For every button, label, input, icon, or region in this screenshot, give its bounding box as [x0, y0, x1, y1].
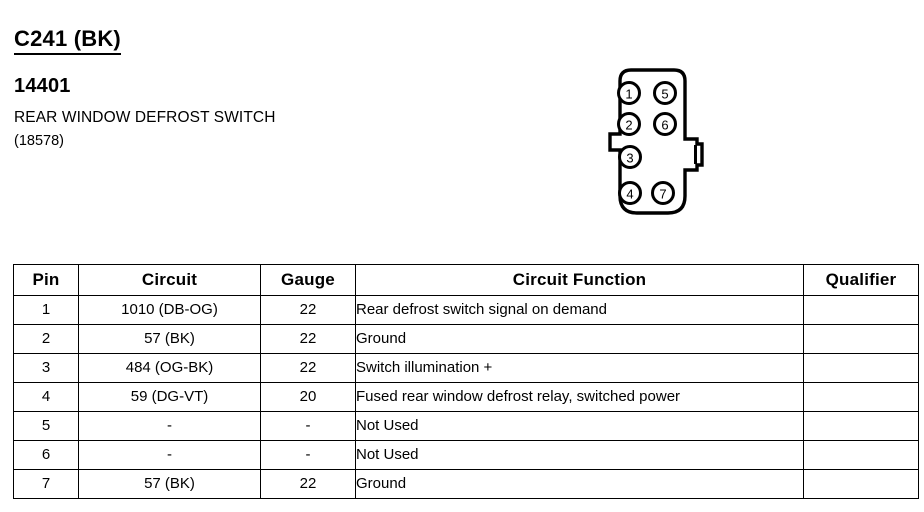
part-number: 14401 — [14, 75, 71, 97]
cell-gauge: 22 — [260, 295, 356, 325]
cell-qualifier — [803, 469, 919, 499]
svg-text:2: 2 — [625, 118, 632, 133]
connector-pin-5: 5 — [653, 81, 677, 105]
cell-function: Not Used — [355, 411, 804, 441]
connector-pin-6: 6 — [653, 112, 677, 136]
part-name: REAR WINDOW DEFROST SWITCH — [14, 109, 276, 126]
cell-qualifier — [803, 295, 919, 325]
table-row: 5 - - Not Used — [13, 411, 919, 441]
cell-pin: 6 — [13, 440, 79, 470]
cell-function: Not Used — [355, 440, 804, 470]
connector-pin-1: 1 — [617, 81, 641, 105]
svg-text:5: 5 — [661, 87, 668, 102]
connector-pins: 1 5 2 6 3 4 7 — [617, 81, 677, 205]
connector-pin-7: 7 — [651, 181, 675, 205]
svg-text:6: 6 — [661, 118, 668, 133]
svg-text:3: 3 — [626, 151, 633, 166]
cell-function: Switch illumination + — [355, 353, 804, 383]
cell-circuit: 57 (BK) — [78, 469, 261, 499]
cell-circuit: 57 (BK) — [78, 324, 261, 354]
cell-qualifier — [803, 440, 919, 470]
connector-pin-3: 3 — [618, 145, 642, 169]
cell-qualifier — [803, 324, 919, 354]
column-header-circuit: Circuit — [78, 264, 261, 296]
cell-pin: 5 — [13, 411, 79, 441]
cell-pin: 7 — [13, 469, 79, 499]
connector-diagram: 1 5 2 6 3 4 7 — [596, 62, 716, 222]
table-row: 2 57 (BK) 22 Ground — [13, 324, 919, 354]
cell-pin: 2 — [13, 324, 79, 354]
cell-function: Rear defrost switch signal on demand — [355, 295, 804, 325]
cell-circuit: - — [78, 440, 261, 470]
cell-qualifier — [803, 353, 919, 383]
cell-qualifier — [803, 411, 919, 441]
column-header-pin: Pin — [13, 264, 79, 296]
connector-pin-4: 4 — [618, 181, 642, 205]
cell-pin: 4 — [13, 382, 79, 412]
cell-pin: 3 — [13, 353, 79, 383]
column-header-function: Circuit Function — [355, 264, 804, 296]
cell-gauge: 22 — [260, 324, 356, 354]
column-header-gauge: Gauge — [260, 264, 356, 296]
cell-gauge: 20 — [260, 382, 356, 412]
svg-text:7: 7 — [659, 187, 666, 202]
table-header-row: Pin Circuit Gauge Circuit Function Quali… — [13, 264, 919, 296]
svg-text:1: 1 — [625, 87, 632, 102]
cell-gauge: 22 — [260, 469, 356, 499]
table-row: 4 59 (DG-VT) 20 Fused rear window defros… — [13, 382, 919, 412]
cell-circuit: 59 (DG-VT) — [78, 382, 261, 412]
part-code: (18578) — [14, 133, 64, 149]
table-row: 3 484 (OG-BK) 22 Switch illumination + — [13, 353, 919, 383]
cell-gauge: 22 — [260, 353, 356, 383]
cell-gauge: - — [260, 411, 356, 441]
cell-function: Ground — [355, 324, 804, 354]
svg-text:4: 4 — [626, 187, 633, 202]
cell-function: Fused rear window defrost relay, switche… — [355, 382, 804, 412]
cell-circuit: 1010 (DB-OG) — [78, 295, 261, 325]
connector-id-title: C241 (BK) — [14, 26, 121, 55]
connector-pin-2: 2 — [617, 112, 641, 136]
cell-qualifier — [803, 382, 919, 412]
connector-body-outline — [608, 68, 704, 215]
cell-pin: 1 — [13, 295, 79, 325]
table-row: 6 - - Not Used — [13, 440, 919, 470]
pin-assignment-table: Pin Circuit Gauge Circuit Function Quali… — [13, 264, 919, 499]
table-row: 1 1010 (DB-OG) 22 Rear defrost switch si… — [13, 295, 919, 325]
table-row: 7 57 (BK) 22 Ground — [13, 469, 919, 499]
cell-gauge: - — [260, 440, 356, 470]
column-header-qualifier: Qualifier — [803, 264, 919, 296]
cell-circuit: 484 (OG-BK) — [78, 353, 261, 383]
cell-circuit: - — [78, 411, 261, 441]
cell-function: Ground — [355, 469, 804, 499]
